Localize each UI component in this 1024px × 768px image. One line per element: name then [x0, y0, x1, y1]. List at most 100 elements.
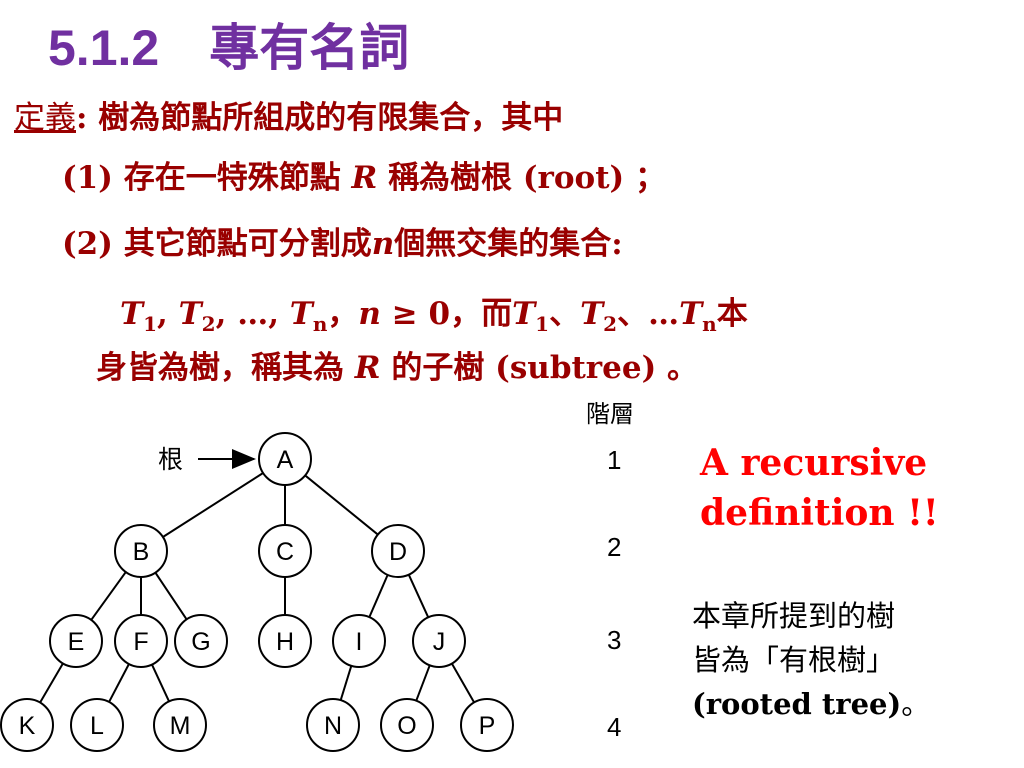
tree-edge-D-I	[368, 574, 389, 618]
tree-edge-J-O	[415, 664, 431, 702]
recursive-note-line: A recursive	[700, 442, 928, 484]
section-title: 專有名詞	[209, 18, 410, 77]
enum-comma: 、	[549, 296, 581, 332]
tree-node-F: F	[114, 614, 168, 668]
tree-node-E: E	[49, 614, 103, 668]
comma: ,	[215, 296, 227, 332]
tree-node-circle	[332, 614, 386, 668]
tree-edge-F-M	[151, 664, 170, 702]
definition-continuation: 身皆為樹，稱其為 R 的子樹 (subtree) 。	[96, 342, 698, 387]
tree-node-circle	[306, 698, 360, 752]
tree-edge-A-B	[162, 472, 264, 538]
symbol-n: n	[358, 296, 381, 332]
tree-node-C: C	[258, 524, 312, 578]
definition-item-2: (2) 其它節點可分割成n個無交集的集合:	[62, 218, 623, 263]
symbol-n: n	[371, 226, 395, 262]
tree-node-label: M	[170, 712, 191, 740]
definition-label: 定義	[14, 100, 76, 136]
tree-node-label: C	[276, 538, 294, 566]
tree-edge-F-L	[108, 663, 130, 703]
root-label: 根	[158, 446, 183, 474]
subscript: 2	[201, 312, 216, 337]
symbol-T: T	[580, 296, 604, 332]
definition-item-1: (1) 存在一特殊節點 R 稱為樹根 (root) ；	[62, 152, 666, 197]
tree-node-label: D	[389, 538, 407, 566]
definition-line: 定義: 樹為節點所組成的有限集合，其中	[14, 92, 563, 137]
tree-node-circle	[258, 432, 312, 486]
tree-node-O: O	[380, 698, 434, 752]
ellipsis: …	[237, 296, 269, 332]
tree-node-circle	[114, 524, 168, 578]
tree-node-label: J	[433, 628, 446, 656]
tree-node-D: D	[371, 524, 425, 578]
tree-node-label: P	[479, 712, 496, 740]
chapter-note-line: 皆為「有根樹」	[692, 643, 896, 677]
tree-edge-I-N	[339, 665, 353, 701]
recursive-note-line: definition !!	[700, 492, 939, 534]
tree-node-label: G	[191, 628, 210, 656]
tree-edge-A-D	[304, 474, 379, 536]
tree-node-N: N	[306, 698, 360, 752]
tree-node-circle	[258, 524, 312, 578]
definition-formula: T1, T2, …, Tn，n ≥ 0，而T1、T2、…Tn本	[120, 288, 748, 336]
tree-edge-J-P	[451, 663, 475, 703]
chapter-note: 本章所提到的樹 皆為「有根樹」 (rooted tree)。	[692, 594, 930, 726]
page-title: 5.1.2 專有名詞	[48, 8, 409, 80]
tree-node-label: F	[133, 628, 148, 656]
levels-title: 階層	[586, 400, 634, 428]
item-text: (root) ；	[522, 160, 666, 196]
symbol-T: T	[679, 296, 703, 332]
subscript: 2	[603, 312, 618, 337]
tree-edge-B-E	[90, 571, 127, 621]
item-text: 存在一特殊節點	[123, 160, 341, 196]
tree-node-P: P	[460, 698, 514, 752]
item-text: (subtree) 。	[495, 350, 699, 386]
subscript: 1	[535, 312, 550, 337]
tree-node-circle	[174, 614, 228, 668]
conjunction: 而	[481, 296, 513, 332]
tree-node-M: M	[153, 698, 207, 752]
enum-comma: 、…	[617, 296, 680, 332]
level-4: 4	[607, 712, 622, 742]
subscript: n	[702, 312, 717, 337]
item-text: 的子樹	[391, 350, 485, 386]
level-3: 3	[607, 625, 622, 655]
symbol-R: R	[351, 160, 378, 196]
tree-node-label: A	[277, 446, 294, 474]
tree-node-G: G	[174, 614, 228, 668]
tree-node-label: H	[276, 628, 294, 656]
tree-node-H: H	[258, 614, 312, 668]
tree-node-circle	[371, 524, 425, 578]
symbol-T: T	[289, 296, 313, 332]
tree-node-circle	[412, 614, 466, 668]
tree-edge-E-K	[39, 662, 64, 704]
item-text: 稱為樹根	[388, 160, 513, 196]
tree-node-L: L	[70, 698, 124, 752]
definition-colon: :	[76, 100, 88, 136]
chapter-note-line: (rooted tree)。	[692, 682, 930, 726]
item-text: 其它節點可分割成	[123, 226, 372, 262]
tree-node-K: K	[0, 698, 54, 752]
tree-node-circle	[70, 698, 124, 752]
tree-node-circle	[380, 698, 434, 752]
item-text: 本	[716, 296, 748, 332]
tree-node-label: K	[19, 712, 36, 740]
section-number: 5.1.2	[48, 20, 160, 76]
tree-node-label: N	[324, 712, 342, 740]
tree-node-label: B	[133, 538, 150, 566]
comma: ,	[157, 296, 168, 332]
tree-node-A: A	[258, 432, 312, 486]
tree-node-circle	[49, 614, 103, 668]
subscript: 1	[143, 312, 157, 337]
definition-text: 樹為節點所組成的有限集合，其中	[98, 100, 564, 136]
symbol-T: T	[120, 296, 144, 332]
symbol-T: T	[512, 296, 536, 332]
period: 。	[901, 687, 931, 721]
inequality: ≥ 0	[391, 296, 451, 332]
tree-node-label: E	[68, 628, 85, 656]
subscript: n	[312, 312, 328, 337]
comma: ,	[268, 296, 279, 332]
rooted-tree-term: (rooted tree)	[692, 687, 902, 721]
tree-node-label: I	[356, 628, 363, 656]
